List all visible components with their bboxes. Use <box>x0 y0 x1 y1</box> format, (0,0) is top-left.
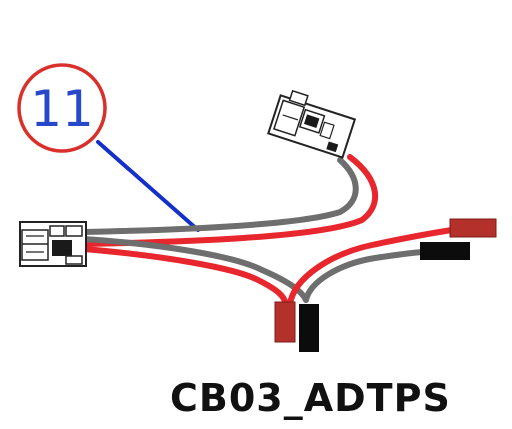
red-pin-top-right <box>449 218 497 238</box>
red-pin-bottom <box>274 301 296 343</box>
part-number-label: CB03_ADTPS <box>170 376 451 420</box>
black-pin-bottom <box>299 304 319 352</box>
callout-circle <box>17 63 107 153</box>
main-connector <box>19 221 87 267</box>
wire-gray-to-top-connector <box>81 157 359 235</box>
callout-number: 11 <box>30 80 94 138</box>
wire-red-to-bottom-red-pin <box>81 246 289 307</box>
top-connector <box>267 89 357 159</box>
wire-gray-to-right-black-pin <box>303 249 425 303</box>
wire-red-to-right-red-pin <box>287 227 455 307</box>
black-pin-right <box>420 242 470 260</box>
callout-leader-line <box>96 140 200 232</box>
wire-red-to-top-connector <box>81 154 379 247</box>
